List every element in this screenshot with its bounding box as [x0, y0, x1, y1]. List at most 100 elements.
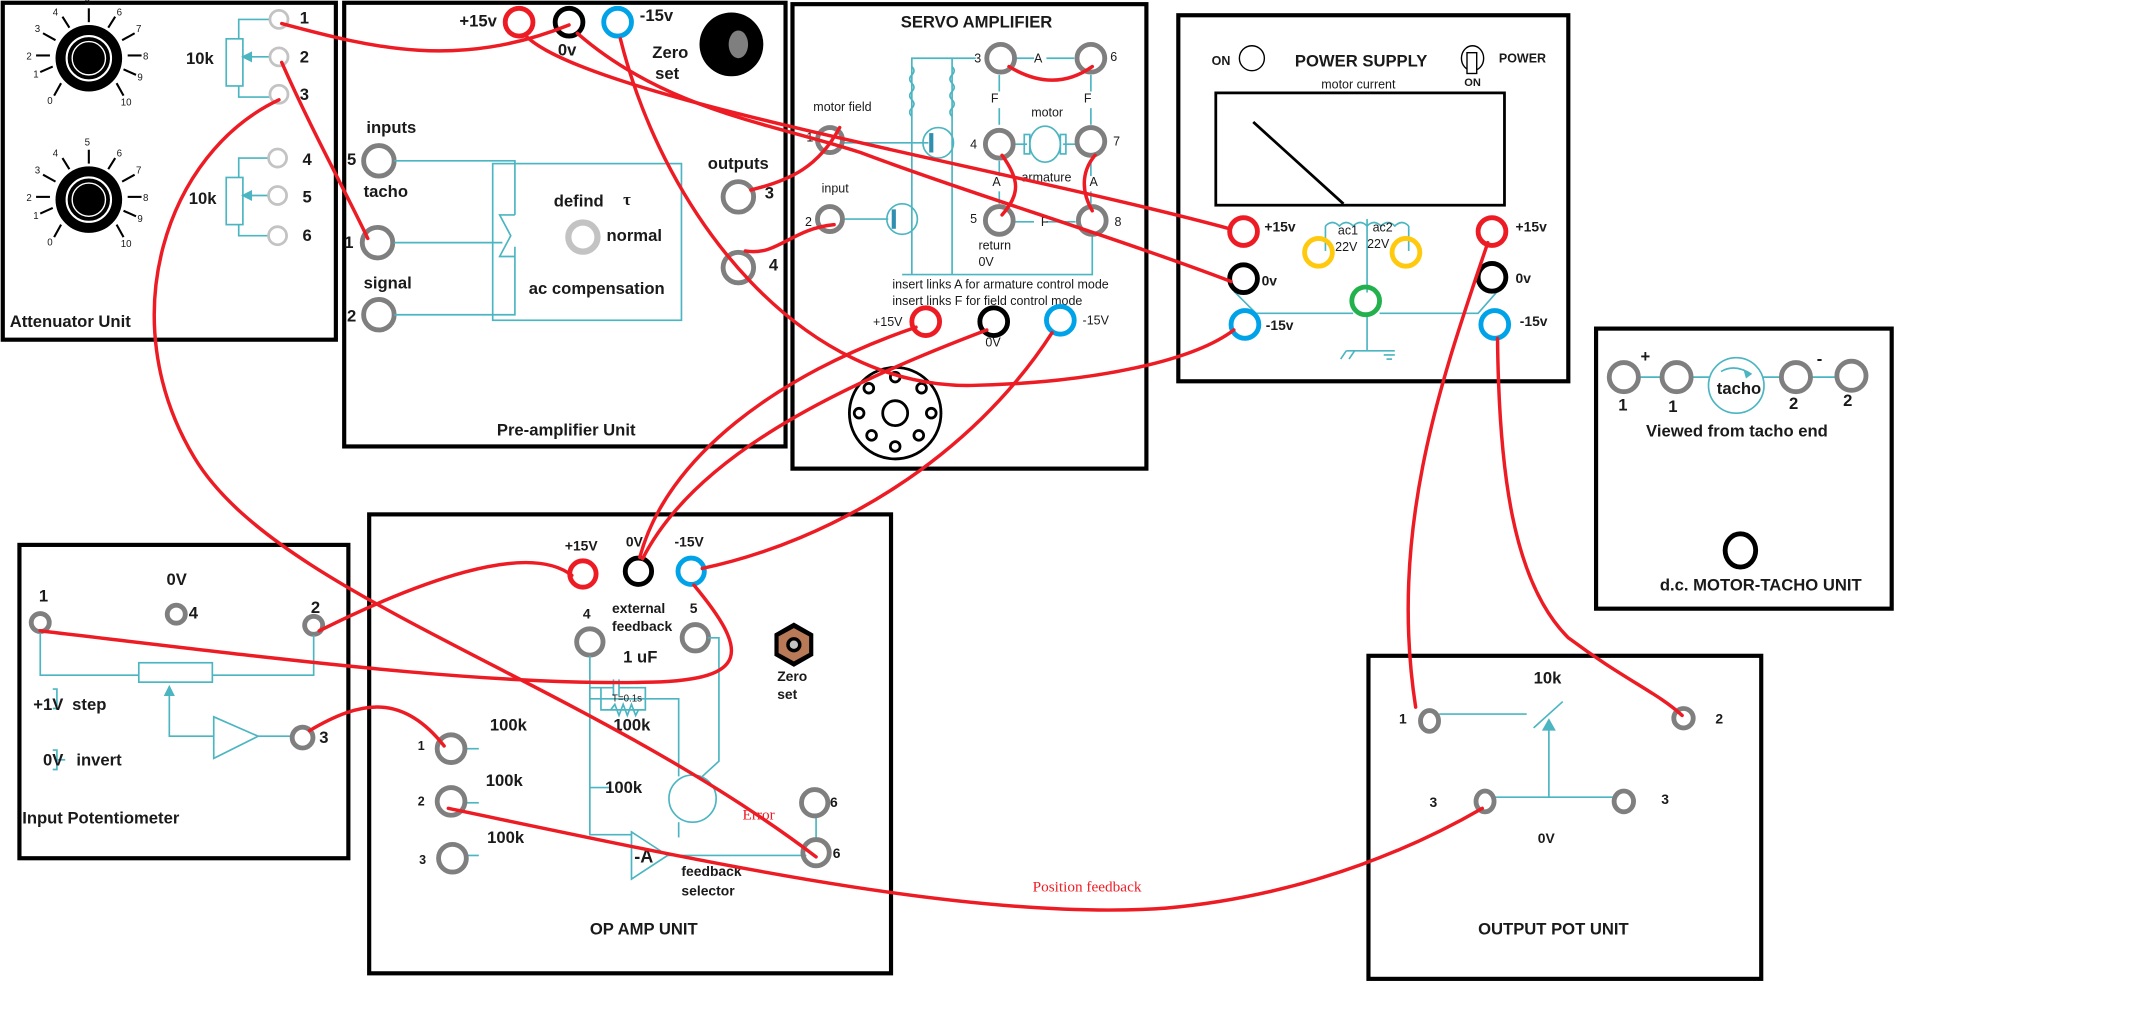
attenuator-dial-1[interactable]: 0 1 2 3 4 5 6 7 8 9 10 [26, 0, 148, 108]
wire-preamp-0v-to-ps-0v[interactable] [575, 31, 1233, 284]
wire-servo-0v-to-opamp-0v[interactable] [640, 328, 989, 561]
wire-inputpot1-to-opamp-minus15[interactable] [38, 583, 733, 685]
wire-ps-plus15-to-outpot-1[interactable] [1406, 240, 1490, 709]
wire-preamp-plus15-to-ps-plus15[interactable] [522, 32, 1232, 231]
opamp-input-1[interactable] [434, 732, 468, 765]
servo-terminal-2-input[interactable] [815, 204, 845, 234]
earth-socket[interactable] [1349, 284, 1382, 318]
preamp-zero-set-knob[interactable] [699, 12, 764, 77]
ac2-socket[interactable] [1389, 236, 1423, 269]
dial-tick: 8 [143, 193, 148, 204]
wire-attn3-to-opamp-6[interactable] [152, 98, 818, 859]
opamp-terminal-6a[interactable] [799, 787, 831, 819]
terminal-label: 1 [344, 233, 353, 252]
tacho-terminal-1b[interactable] [1659, 360, 1694, 395]
input-pot-terminal-4[interactable] [164, 602, 188, 626]
ps-left-minus15-socket[interactable] [1228, 308, 1262, 341]
dial-tick: 4 [53, 7, 59, 18]
terminal-label: 7 [1113, 135, 1120, 149]
attenuator-terminal-1[interactable] [268, 9, 290, 30]
ps-right-plus15-socket[interactable] [1475, 215, 1509, 248]
output-pot-terminal-2[interactable] [1671, 706, 1696, 731]
input-pot-title: Input Potentiometer [22, 809, 180, 828]
wire-opamp-input2-to-outpot-3[interactable] [446, 806, 1484, 912]
wire-preamp-out4-to-servo-2[interactable] [743, 222, 836, 254]
terminal-label: 5 [303, 187, 312, 206]
terminal-label: 3 [765, 183, 774, 202]
opamp-terminal-6b[interactable] [800, 837, 832, 869]
servo-title: SERVO AMPLIFIER [901, 13, 1053, 32]
preamp-normal-socket[interactable] [565, 219, 601, 255]
attenuator-terminal-2[interactable] [268, 46, 290, 68]
opamp-input-2[interactable] [434, 785, 468, 818]
attenuator-terminal-4[interactable] [267, 147, 288, 169]
wire-servo-minus15-to-opamp-minus15[interactable] [700, 331, 1054, 571]
preamp-input-1[interactable] [359, 224, 396, 261]
ps-right-minus15-socket[interactable] [1478, 308, 1512, 341]
attenuator-pot-2-symbol [225, 157, 270, 237]
tacho-terminal-2b[interactable] [1834, 358, 1869, 393]
servo-terminal-5-return[interactable] [982, 204, 1016, 237]
rotation-arrow-icon [1743, 368, 1752, 379]
servo-0v-socket[interactable] [977, 305, 1011, 338]
servo-plus15-socket[interactable] [909, 305, 943, 338]
output-pot-terminal-3b[interactable] [1611, 788, 1636, 815]
return-0v-label: 0V [978, 255, 994, 269]
preamp-output-3[interactable] [720, 179, 757, 215]
meter-label: motor current [1321, 78, 1396, 92]
dial-tick: 7 [136, 24, 141, 35]
opamp-zero-set-knob[interactable] [774, 622, 814, 667]
terminal-label: 2 [418, 795, 425, 809]
wire-inputpot3-to-opamp-input1[interactable] [307, 705, 446, 748]
preamp-plus15-socket[interactable] [502, 5, 536, 39]
wire-preamp-out3-to-servo-1[interactable] [749, 125, 842, 192]
ps-left-0v-socket[interactable] [1227, 262, 1260, 295]
opamp-input-3[interactable] [436, 841, 469, 875]
preamp-panel [342, 0, 788, 449]
attenuator-terminal-5[interactable] [267, 185, 288, 206]
attenuator-terminal-3[interactable] [268, 83, 290, 105]
ac1-socket[interactable] [1302, 236, 1335, 269]
tacho-terminal-2a[interactable] [1778, 360, 1813, 395]
wire-attn2-to-preamp-input1[interactable] [280, 60, 370, 241]
opamp-minus15-socket[interactable] [675, 555, 707, 587]
armature-label: armature [1021, 171, 1071, 185]
servo-terminal-7[interactable] [1074, 125, 1108, 158]
wire-servo-link-4-5[interactable] [1000, 153, 1018, 217]
attenuator-dial-2[interactable]: 0 1 2 3 4 5 6 7 8 9 10 [26, 138, 148, 250]
preamp-minus15-socket[interactable] [601, 5, 634, 39]
switch-on-label: ON [1464, 77, 1481, 89]
tacho-terminal-1a[interactable] [1606, 360, 1641, 395]
wire-preamp-minus15-to-ps-minus15[interactable] [618, 37, 1236, 388]
attenuator-terminal-6[interactable] [267, 225, 288, 247]
terminal-label: 5 [347, 150, 356, 169]
armature-mode-note: insert links A for armature control mode [892, 277, 1108, 291]
wire-ps-minus15-to-outpot-2[interactable] [1495, 336, 1684, 718]
ps-left-plus15-socket[interactable] [1227, 215, 1260, 248]
servo-terminal-8[interactable] [1075, 204, 1109, 237]
wire-servo-link-3-6[interactable] [1007, 64, 1095, 82]
output-pot-terminal-3a[interactable] [1473, 788, 1497, 815]
servo-terminal-4[interactable] [982, 127, 1016, 161]
motor-shaft-socket[interactable] [1722, 531, 1759, 570]
external-feedback-label: external [612, 600, 665, 616]
terminal-label: 4 [583, 605, 591, 621]
input-pot-terminal-2[interactable] [302, 613, 326, 637]
ps-right-plus15-label: +15v [1516, 219, 1548, 235]
servo-minus15-socket[interactable] [1044, 303, 1077, 337]
output-pot-terminal-1[interactable] [1418, 708, 1441, 734]
input-pot-terminal-3[interactable] [289, 724, 316, 751]
wire-inputpot2-to-opamp-plus15[interactable] [317, 560, 574, 633]
servo-terminal-3[interactable] [984, 41, 1017, 75]
opamp-terminal-4[interactable] [574, 626, 606, 658]
preamp-0v-socket[interactable] [552, 5, 586, 39]
wire-servo-link-7-8[interactable] [1082, 153, 1097, 213]
ps-right-0v-socket[interactable] [1475, 261, 1509, 294]
opamp-plus15-label: +15V [565, 537, 599, 553]
power-toggle-switch[interactable] [1460, 45, 1485, 75]
servo-terminal-6[interactable] [1074, 41, 1108, 75]
preamp-output-4[interactable] [720, 249, 757, 286]
terminal-label: 3 [300, 85, 309, 104]
link-f-label: F [1084, 92, 1092, 106]
wire-servo-plus15-to-opamp-0v[interactable] [638, 325, 918, 560]
